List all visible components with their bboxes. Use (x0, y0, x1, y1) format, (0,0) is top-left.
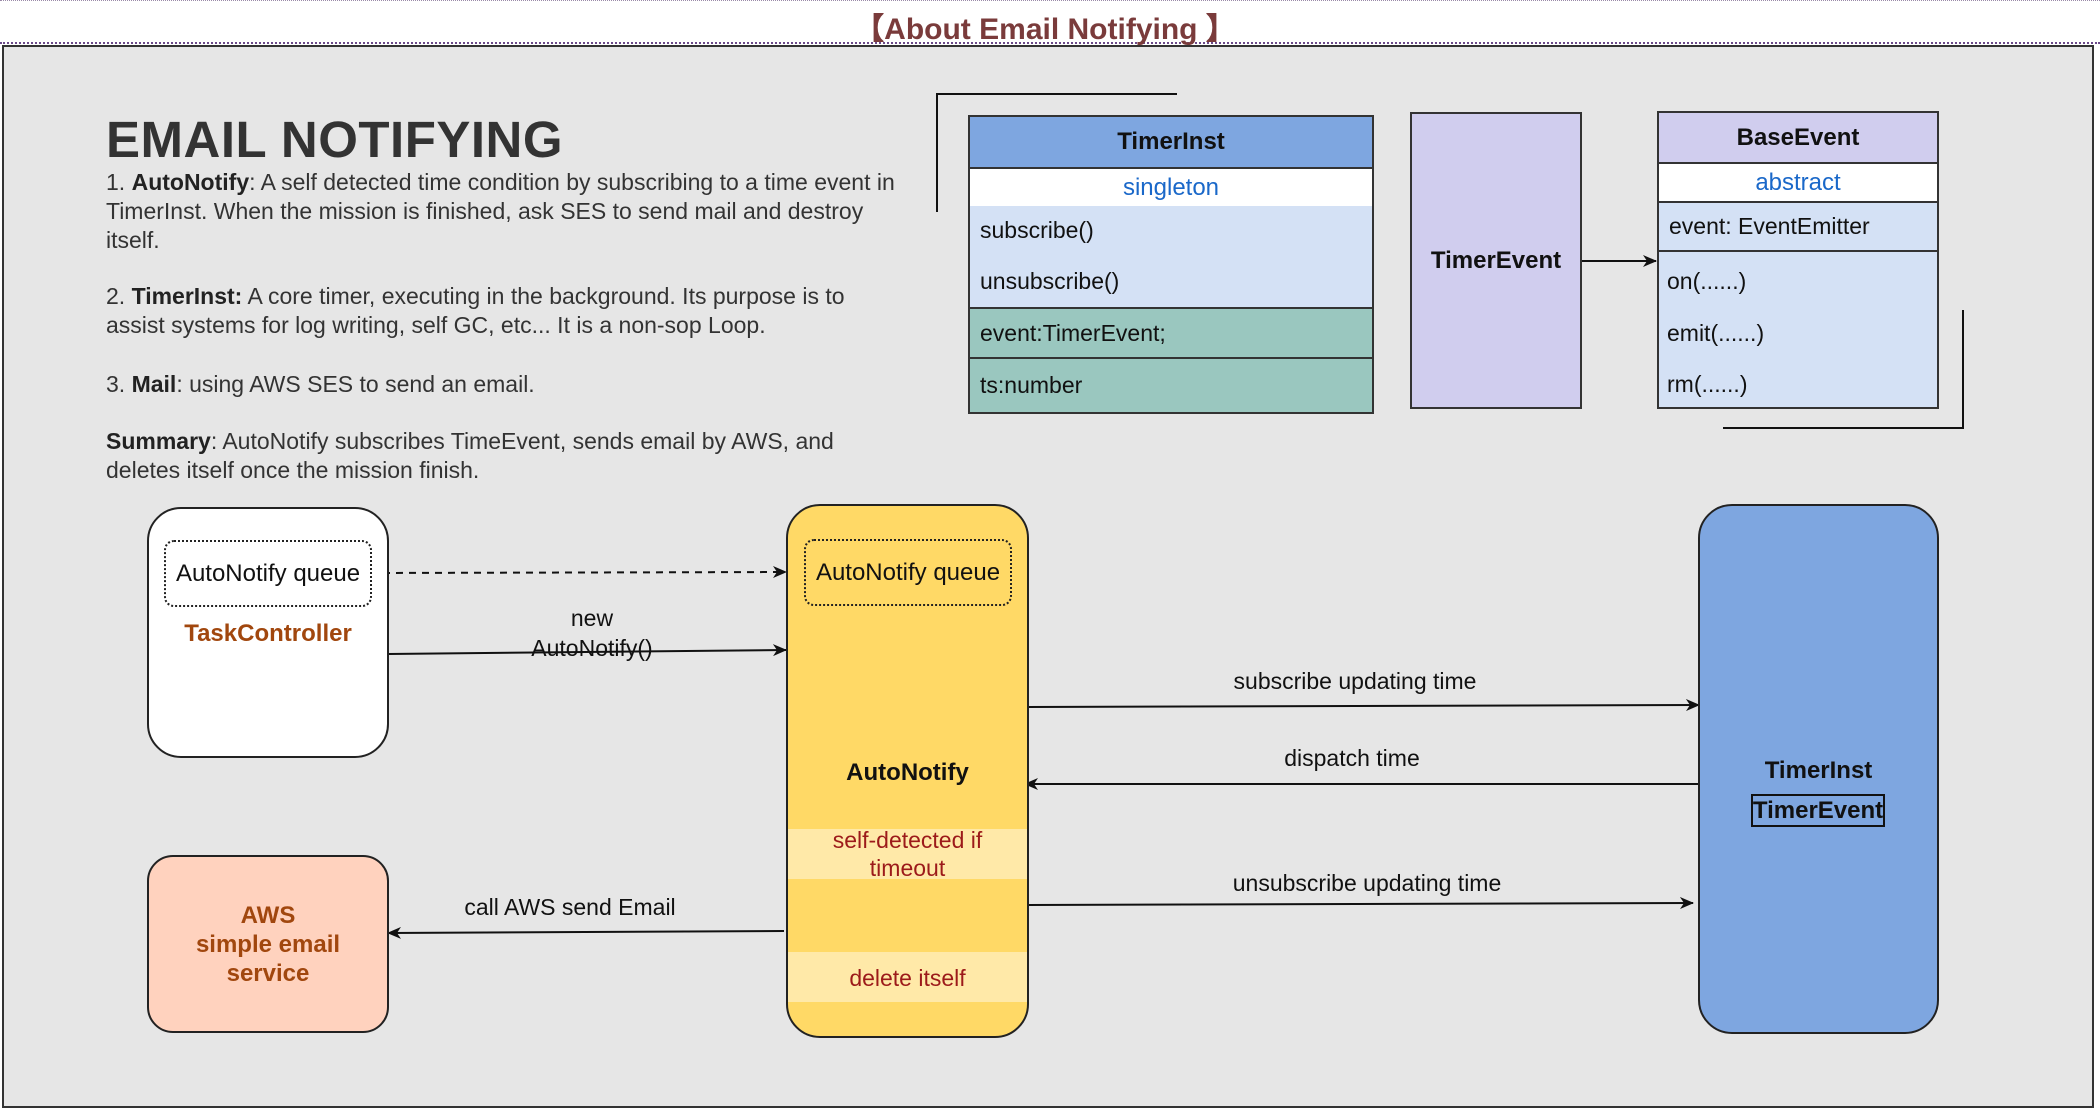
edge-label-unsubscribe: unsubscribe updating time (1232, 870, 1502, 896)
autonotify-delete: delete itself (849, 965, 966, 991)
edge-label-new: new AutoNotify() (531, 605, 653, 661)
uml-timerinst-stereotype: singleton (968, 167, 1374, 208)
intro-item-autonotify: 1. AutoNotify: A self detected time cond… (106, 168, 906, 255)
item-prefix: 2. (106, 283, 132, 309)
item-term: Mail (131, 371, 177, 397)
uml-timerinst-title: TimerInst (968, 115, 1374, 169)
uml-timerinst-methods: subscribe() unsubscribe() (968, 206, 1374, 309)
uml-method: subscribe() (980, 217, 1094, 243)
item-term: Summary (106, 428, 211, 454)
item-term: AutoNotify (131, 169, 250, 195)
item-text: : AutoNotify subscribes TimeEvent, sends… (106, 428, 834, 483)
autonotify-selfdetect: self-detected if timeout (832, 827, 983, 881)
title-bar (0, 0, 2100, 44)
intro-item-summary: Summary: AutoNotify subscribes TimeEvent… (106, 427, 906, 485)
autonotify-label: AutoNotify (846, 759, 969, 786)
timerinst-label: TimerInst (1764, 757, 1873, 784)
uml-method: unsubscribe() (980, 268, 1120, 294)
autonotify-queue: AutoNotify queue (804, 539, 1012, 606)
new-autonotify-arrow (387, 644, 787, 657)
autonotify-band-selfdetect (788, 829, 1027, 879)
timerinst-timerevent-tag: TimerEvent (1751, 794, 1885, 827)
edge-label-subscribe: subscribe updating time (1233, 668, 1477, 694)
bracket-top-left (936, 93, 1177, 212)
edge-label-dispatch: dispatch time (1284, 745, 1420, 771)
taskcontroller-queue: AutoNotify queue (164, 540, 372, 607)
edge-label-call-aws: call AWS send Email (464, 894, 676, 920)
diagram-heading: EMAIL NOTIFYING (106, 111, 564, 168)
uml-method: emit(......) (1667, 320, 1765, 346)
uml-method: on(......) (1667, 268, 1747, 294)
item-prefix: 1. (106, 169, 132, 195)
unsubscribe-arrow (1027, 897, 1694, 910)
item-text: : A self detected time condition by subs… (106, 169, 895, 253)
uml-timerinst-field: event:TimerEvent; (968, 307, 1374, 359)
autonotify-band-delete (788, 952, 1027, 1002)
uml-timerevent-box: TimerEvent (1410, 112, 1582, 409)
uml-baseevent-title: BaseEvent (1657, 111, 1939, 164)
item-text: A core timer, executing in the backgroun… (106, 283, 845, 338)
intro-item-timerinst: 2. TimerInst: A core timer, executing in… (106, 282, 906, 340)
item-term: TimerInst: (131, 283, 243, 309)
uml-baseevent-methods: on(......) emit(......) rm(......) (1657, 250, 1939, 409)
uml-baseevent-stereotype: abstract (1657, 162, 1939, 203)
uml-method: rm(......) (1667, 371, 1748, 397)
uml-timerinst-field: ts:number (968, 357, 1374, 414)
item-text: : using AWS SES to send an email. (176, 371, 535, 397)
item-prefix: 3. (106, 371, 132, 397)
queue-dashed-arrow (369, 566, 787, 579)
subscribe-arrow (1027, 699, 1700, 712)
taskcontroller-label: TaskController (184, 620, 352, 647)
bracket-bottom-right (1723, 310, 1964, 429)
uml-baseevent-field: event: EventEmitter (1657, 201, 1939, 252)
intro-item-mail: 3. Mail: using AWS SES to send an email. (106, 370, 906, 399)
call-aws-arrow (387, 926, 785, 939)
page-title: 【About Email Notifying 】 (854, 13, 1236, 46)
aws-ses-box: AWS simple email service (147, 855, 389, 1033)
timerinst-box (1698, 504, 1939, 1034)
